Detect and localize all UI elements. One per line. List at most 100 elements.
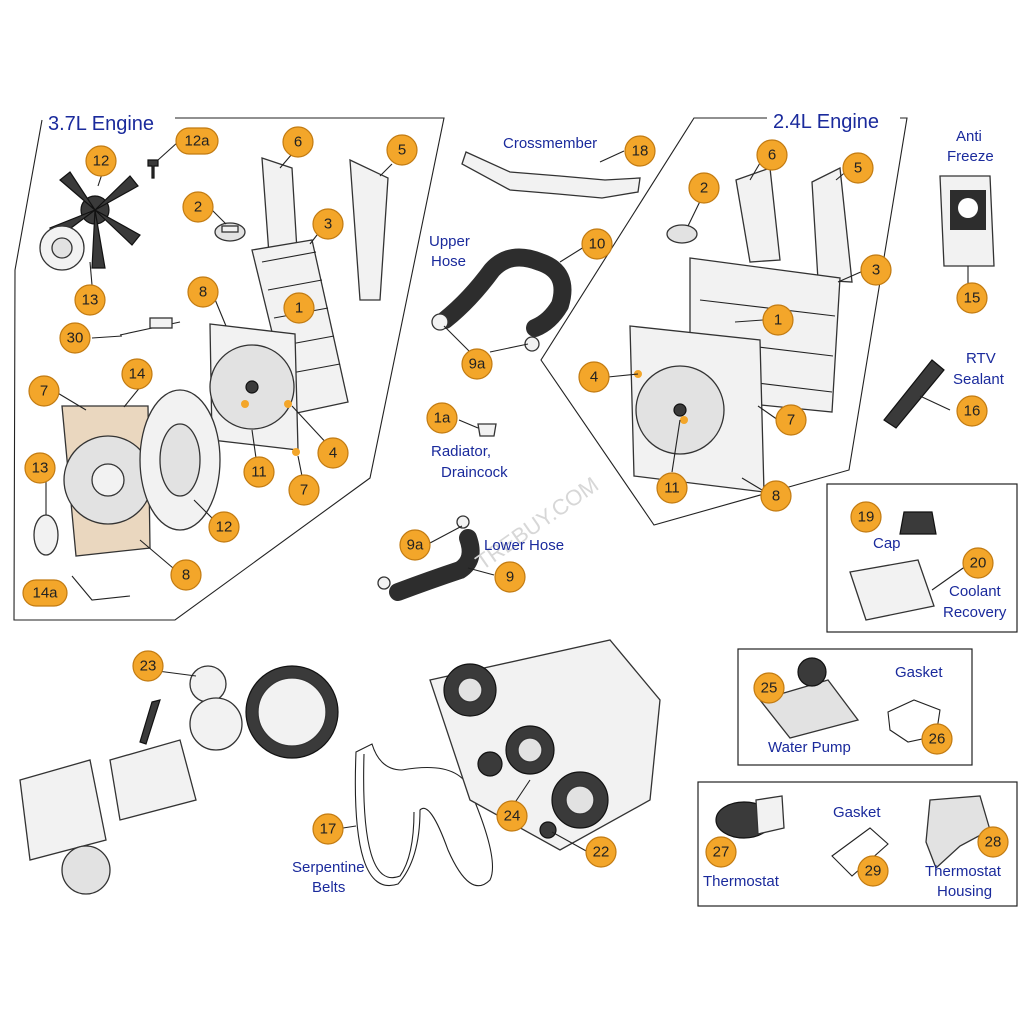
engine-front-part: [429, 639, 661, 851]
label-radiator-2: Draincock: [441, 464, 508, 481]
svg-text:15: 15: [964, 290, 981, 307]
svg-text:3: 3: [872, 262, 880, 279]
callout-27: 27: [705, 836, 737, 868]
svg-text:1: 1: [774, 312, 782, 329]
label-radiator-1: Radiator,: [431, 443, 491, 460]
water-pump-box: [737, 648, 973, 766]
svg-text:9a: 9a: [407, 537, 424, 554]
svg-text:1: 1: [295, 300, 303, 317]
thermostat-box: [697, 781, 1018, 907]
hose-14a: [71, 575, 131, 601]
callout-5-37: 5: [386, 134, 418, 166]
fan-blade: [49, 171, 141, 269]
svg-text:1a: 1a: [434, 410, 451, 427]
svg-text:24: 24: [504, 808, 521, 825]
callout-23: 23: [132, 650, 164, 682]
label-thermo-housing-2: Housing: [937, 883, 992, 900]
lower-hose-part: [377, 515, 480, 601]
fan-assembly-37: [209, 323, 300, 456]
crank-pulley-part: [245, 665, 339, 759]
callout-29: 29: [857, 855, 889, 887]
svg-text:16: 16: [964, 403, 981, 420]
callout-6-37: 6: [282, 126, 314, 158]
callout-10: 10: [581, 228, 613, 260]
svg-text:26: 26: [929, 731, 946, 748]
svg-text:4: 4: [329, 445, 337, 462]
svg-text:7: 7: [300, 482, 308, 499]
callout-1-24: 1: [762, 304, 794, 336]
label-crossmember: Crossmember: [503, 135, 597, 152]
label-rtv-1: RTV: [966, 350, 996, 367]
svg-text:28: 28: [985, 834, 1002, 851]
fan-assembly-24: [629, 325, 765, 493]
label-thermo-housing-1: Thermostat: [925, 863, 1002, 880]
callout-14a: 14a: [22, 579, 68, 607]
coolant-recovery-bottle: [849, 559, 935, 621]
clutch-13: [33, 514, 59, 556]
callout-7-24: 7: [775, 404, 807, 436]
svg-text:29: 29: [865, 863, 882, 880]
svg-text:14: 14: [129, 366, 146, 383]
callout-2-37: 2: [182, 191, 214, 223]
callout-12a: 12a: [175, 127, 219, 155]
bolt-12a: [147, 159, 159, 179]
callout-14: 14: [121, 358, 153, 390]
callout-12b: 12: [208, 511, 240, 543]
callout-18: 18: [624, 135, 656, 167]
label-cap: Cap: [873, 535, 901, 552]
hose-30: [119, 317, 181, 336]
pulley-12: [139, 389, 221, 531]
svg-text:5: 5: [854, 160, 862, 177]
svg-text:17: 17: [320, 821, 337, 838]
callout-30: 30: [59, 322, 91, 354]
callout-28: 28: [977, 826, 1009, 858]
callout-8-37a: 8: [187, 276, 219, 308]
callout-24: 24: [496, 800, 528, 832]
label-anti-freeze-1: Anti: [956, 128, 982, 145]
svg-text:20: 20: [970, 555, 987, 572]
svg-text:9: 9: [506, 569, 514, 586]
callout-8-24: 8: [760, 480, 792, 512]
label-serpentine-2: Belts: [312, 879, 345, 896]
cap-coolant-box: [826, 483, 1018, 633]
upper-hose-part: [431, 248, 572, 352]
callout-12: 12: [85, 145, 117, 177]
label-anti-freeze-2: Freeze: [947, 148, 994, 165]
callout-6-24: 6: [756, 139, 788, 171]
svg-text:30: 30: [67, 330, 84, 347]
svg-text:3: 3: [324, 216, 332, 233]
svg-text:18: 18: [632, 143, 649, 160]
svg-text:25: 25: [761, 680, 778, 697]
svg-text:12: 12: [93, 153, 110, 170]
thermostat-part: [715, 795, 785, 839]
engine-24-title: 2.4L Engine: [773, 111, 879, 133]
svg-text:12: 12: [216, 519, 233, 536]
callout-16: 16: [956, 395, 988, 427]
svg-text:4: 4: [590, 369, 598, 386]
callout-22: 22: [585, 836, 617, 868]
fan-shroud-37: [61, 405, 153, 557]
callout-17: 17: [312, 813, 344, 845]
label-rtv-2: Sealant: [953, 371, 1005, 388]
callout-9a-upper: 9a: [461, 348, 493, 380]
cap-2-24: [666, 224, 698, 244]
callout-26: 26: [921, 723, 953, 755]
engine-24-frame: [540, 117, 908, 526]
label-upper-hose-2: Hose: [431, 253, 466, 270]
callout-1-37: 1: [283, 292, 315, 324]
svg-text:8: 8: [199, 284, 207, 301]
engine-37-frame: [13, 117, 445, 621]
callout-2-24: 2: [688, 172, 720, 204]
label-gasket-thermo: Gasket: [833, 804, 881, 821]
callout-19: 19: [850, 501, 882, 533]
svg-text:2: 2: [194, 199, 202, 216]
antifreeze-jug: [939, 175, 995, 267]
svg-text:13: 13: [82, 292, 99, 309]
callout-15: 15: [956, 282, 988, 314]
label-upper-hose-1: Upper: [429, 233, 470, 250]
callout-4-24: 4: [578, 361, 610, 393]
label-coolant-1: Coolant: [949, 583, 1002, 600]
svg-text:12a: 12a: [184, 133, 210, 150]
label-serpentine-1: Serpentine: [292, 859, 365, 876]
svg-text:11: 11: [664, 480, 680, 497]
